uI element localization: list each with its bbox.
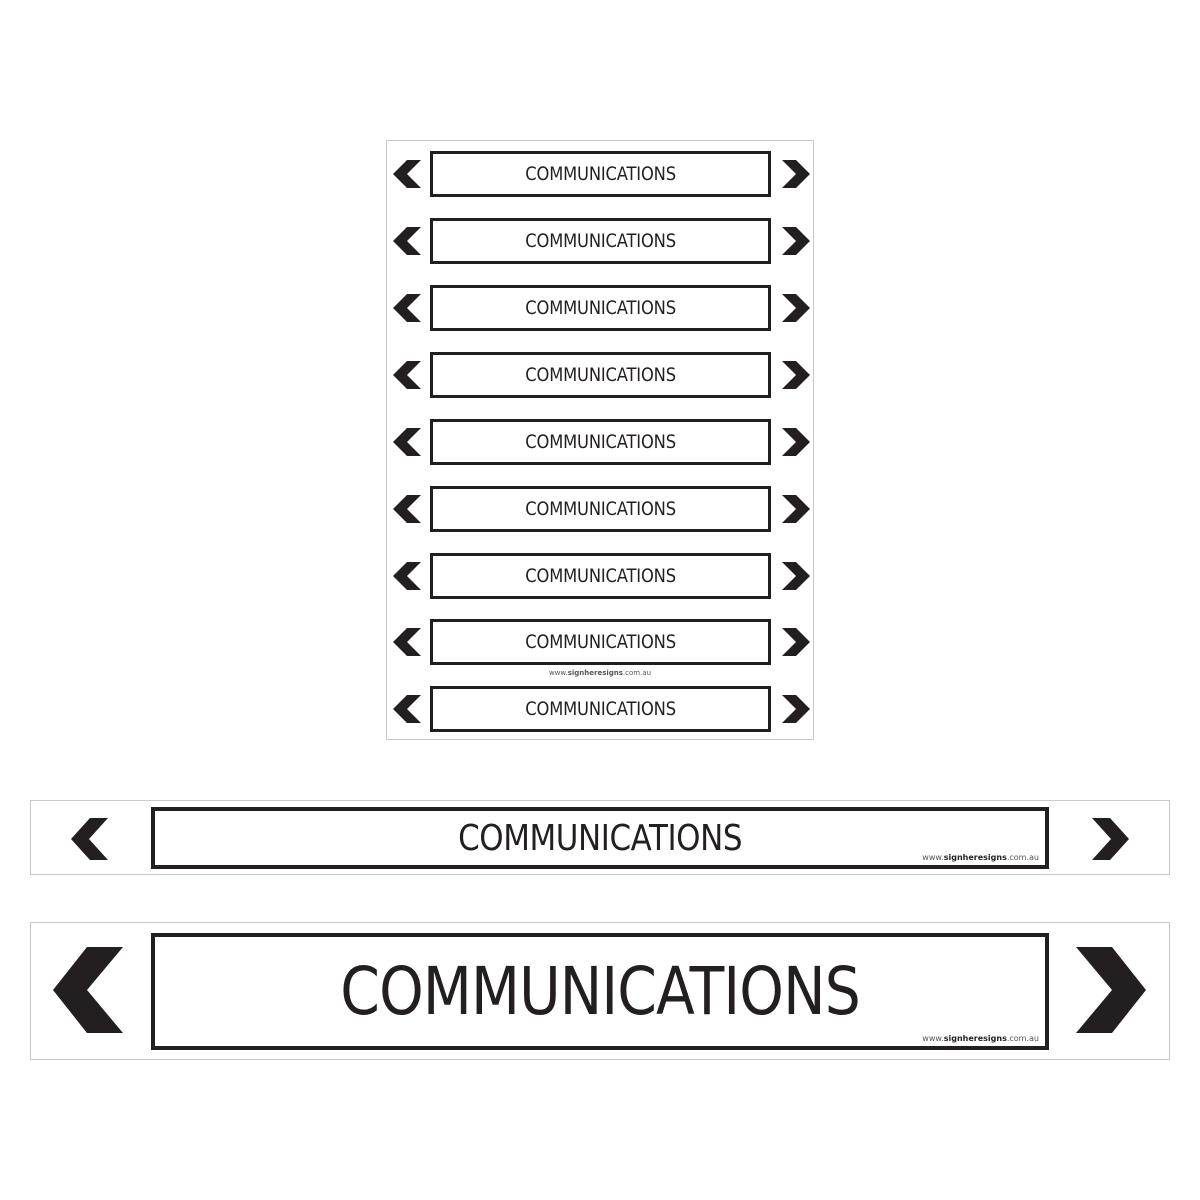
sheet-website-url: www.signheresigns.com.au (548, 669, 652, 677)
marker-label-box: COMMUNICATIONS (430, 419, 771, 465)
chevron-left-icon (393, 426, 425, 458)
marker-label-box: COMMUNICATIONS (430, 619, 771, 665)
sheet-marker: COMMUNICATIONS (387, 285, 813, 331)
chevron-left-icon (393, 693, 425, 725)
pipe-marker-large: COMMUNICATIONS www.signheresigns.com.au (30, 922, 1170, 1060)
sheet-marker: COMMUNICATIONS (387, 686, 813, 732)
pipe-marker-medium: COMMUNICATIONS www.signheresigns.com.au (30, 800, 1170, 875)
chevron-left-icon (393, 560, 425, 592)
sheet-marker: COMMUNICATIONS (387, 151, 813, 197)
sheet-marker: COMMUNICATIONS (387, 619, 813, 665)
marker-label: COMMUNICATIONS (525, 498, 676, 520)
chevron-right-icon (1091, 818, 1129, 860)
marker-label-box: COMMUNICATIONS (430, 218, 771, 264)
chevron-right-icon (778, 359, 810, 391)
sheet-marker: COMMUNICATIONS (387, 486, 813, 532)
marker-label-box: COMMUNICATIONS (430, 285, 771, 331)
marker-label-box: COMMUNICATIONS (430, 686, 771, 732)
marker-label-box: COMMUNICATIONS www.signheresigns.com.au (151, 933, 1049, 1050)
marker-label: COMMUNICATIONS (458, 817, 742, 859)
chevron-left-icon (53, 947, 125, 1033)
marker-label: COMMUNICATIONS (525, 565, 676, 587)
marker-label: COMMUNICATIONS (525, 163, 676, 185)
marker-label-box: COMMUNICATIONS (430, 553, 771, 599)
marker-label: COMMUNICATIONS (525, 698, 676, 720)
sheet-marker: COMMUNICATIONS (387, 419, 813, 465)
chevron-right-icon (778, 693, 810, 725)
chevron-right-icon (778, 493, 810, 525)
website-url: www.signheresigns.com.au (922, 1034, 1039, 1043)
chevron-right-icon (778, 292, 810, 324)
chevron-left-icon (393, 493, 425, 525)
marker-label: COMMUNICATIONS (340, 953, 860, 1030)
chevron-left-icon (71, 818, 109, 860)
chevron-right-icon (778, 560, 810, 592)
marker-label-box: COMMUNICATIONS (430, 151, 771, 197)
chevron-right-icon (778, 158, 810, 190)
chevron-left-icon (393, 626, 425, 658)
marker-label-box: COMMUNICATIONS (430, 486, 771, 532)
sheet-marker: COMMUNICATIONS (387, 218, 813, 264)
chevron-left-icon (393, 359, 425, 391)
chevron-right-icon (1074, 947, 1146, 1033)
sheet-marker: COMMUNICATIONS (387, 352, 813, 398)
marker-label: COMMUNICATIONS (525, 297, 676, 319)
chevron-right-icon (778, 626, 810, 658)
marker-label: COMMUNICATIONS (525, 364, 676, 386)
marker-label: COMMUNICATIONS (525, 631, 676, 653)
marker-label: COMMUNICATIONS (525, 230, 676, 252)
website-url: www.signheresigns.com.au (922, 853, 1039, 862)
marker-label: COMMUNICATIONS (525, 431, 676, 453)
chevron-left-icon (393, 292, 425, 324)
chevron-right-icon (778, 426, 810, 458)
sheet-marker: COMMUNICATIONS (387, 553, 813, 599)
chevron-right-icon (778, 225, 810, 257)
marker-label-box: COMMUNICATIONS www.signheresigns.com.au (151, 807, 1049, 869)
marker-label-box: COMMUNICATIONS (430, 352, 771, 398)
sticker-sheet: COMMUNICATIONS COMMUNICATIONS COMMUNICAT… (386, 140, 814, 740)
chevron-left-icon (393, 158, 425, 190)
chevron-left-icon (393, 225, 425, 257)
